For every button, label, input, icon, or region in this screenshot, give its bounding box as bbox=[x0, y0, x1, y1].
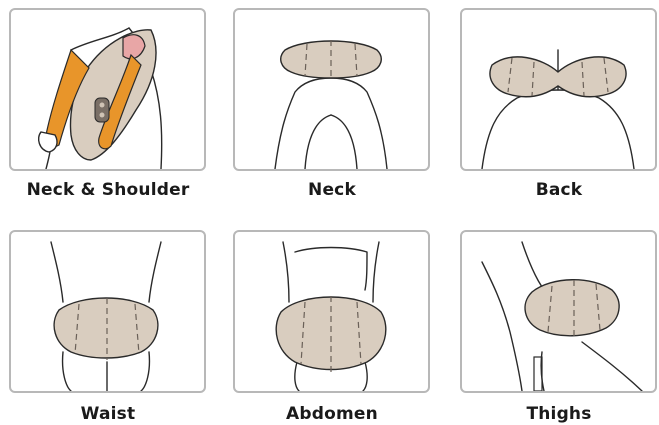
panel-abdomen bbox=[233, 230, 430, 393]
panel-neck-shoulder bbox=[9, 8, 206, 171]
label-thighs: Thighs bbox=[454, 404, 659, 424]
waist-illustration bbox=[11, 232, 204, 391]
panel-back bbox=[460, 8, 657, 171]
label-neck-shoulder: Neck & Shoulder bbox=[3, 180, 213, 200]
label-waist: Waist bbox=[3, 404, 213, 424]
back-illustration bbox=[462, 10, 655, 169]
neck-illustration bbox=[235, 10, 428, 169]
label-abdomen: Abdomen bbox=[227, 404, 437, 424]
label-back: Back bbox=[454, 180, 659, 200]
neck-shoulder-illustration bbox=[11, 10, 204, 169]
panel-neck bbox=[233, 8, 430, 171]
panel-thighs bbox=[460, 230, 657, 393]
label-neck: Neck bbox=[227, 180, 437, 200]
thighs-illustration bbox=[462, 232, 655, 391]
abdomen-illustration bbox=[235, 232, 428, 391]
panel-waist bbox=[9, 230, 206, 393]
